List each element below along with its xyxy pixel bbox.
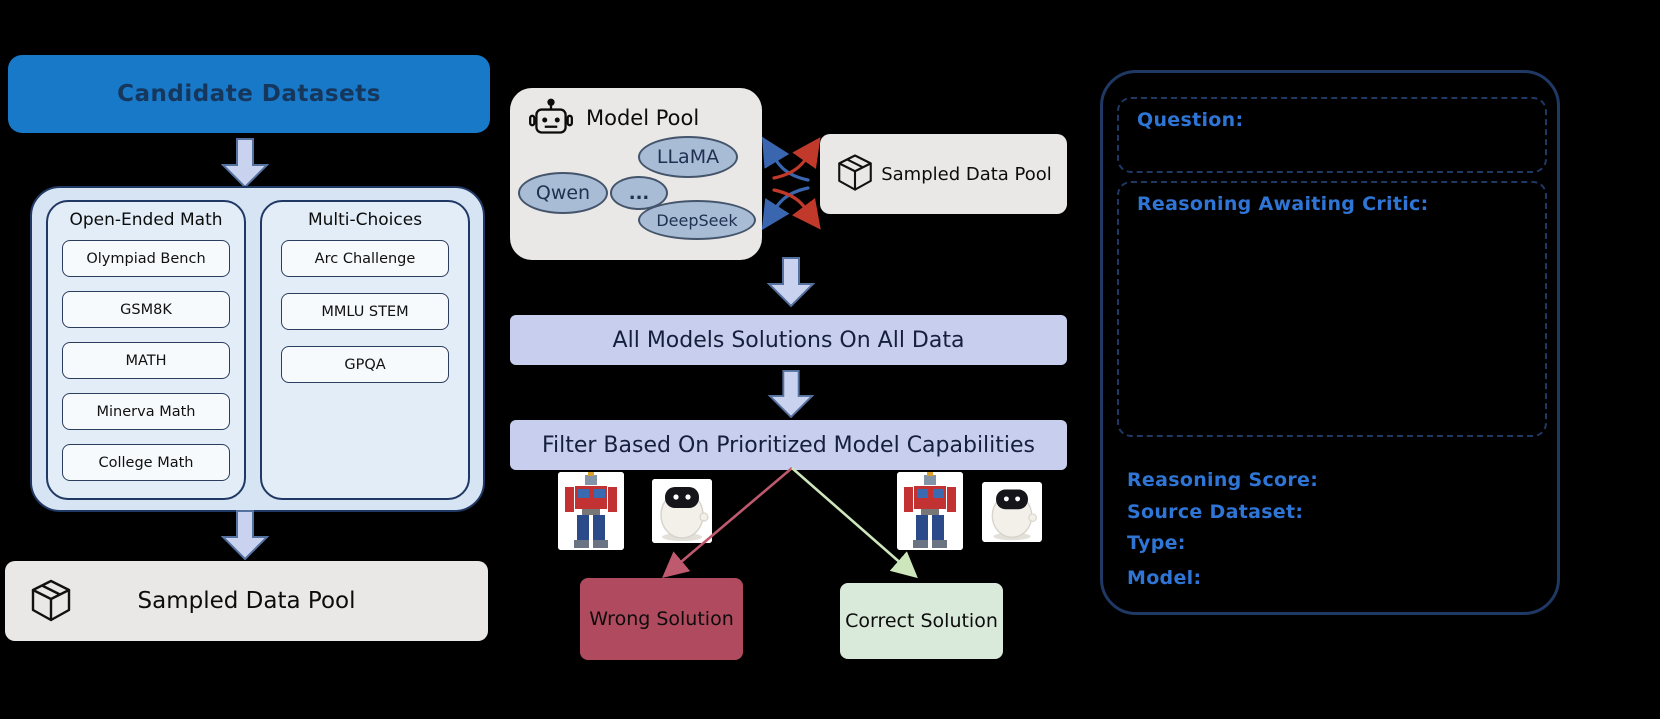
reasoning-awaiting-critic-label: Reasoning Awaiting Critic:	[1137, 193, 1429, 215]
data-cube-icon	[31, 579, 71, 622]
down-arrow-icon	[221, 510, 269, 560]
dataset-item: GSM8K	[62, 291, 230, 328]
multi-choices-group: Multi-Choices Arc Challenge MMLU STEM GP…	[260, 200, 470, 500]
filter-box: Filter Based On Prioritized Model Capabi…	[510, 420, 1067, 470]
optimus-robot-image	[558, 472, 624, 550]
all-solutions-box: All Models Solutions On All Data	[510, 315, 1067, 365]
sampled-data-pool-left: Sampled Data Pool	[5, 561, 488, 641]
question-label: Question:	[1137, 109, 1244, 131]
model-label: Model:	[1127, 567, 1202, 589]
multi-choices-title: Multi-Choices	[307, 210, 423, 230]
type-label: Type:	[1127, 532, 1186, 554]
data-cube-icon	[838, 154, 872, 191]
source-dataset-label: Source Dataset:	[1127, 501, 1304, 523]
sampled-data-pool-label: Sampled Data Pool	[137, 588, 356, 614]
model-pool-box: Model Pool LLaMA Qwen ... DeepSeek	[510, 88, 762, 260]
down-arrow-icon	[221, 138, 269, 188]
optimus-robot-image	[897, 472, 963, 550]
wrong-solution-box: Wrong Solution	[580, 578, 743, 660]
open-ended-math-group: Open-Ended Math Olympiad Bench GSM8K MAT…	[46, 200, 246, 500]
model-ellipse-llama: LLaMA	[638, 136, 738, 178]
model-ellipse-others: ...	[610, 176, 668, 210]
small-robot-image	[982, 482, 1042, 542]
dataset-item: GPQA	[281, 346, 449, 383]
sampled-data-pool-middle: Sampled Data Pool	[820, 134, 1067, 214]
model-pool-title: Model Pool	[586, 106, 700, 130]
dataset-item: Minerva Math	[62, 393, 230, 430]
datasets-container: Open-Ended Math Olympiad Bench GSM8K MAT…	[30, 186, 485, 512]
sample-card: Question: Reasoning Awaiting Critic: Rea…	[1100, 70, 1560, 615]
down-arrow-icon	[767, 370, 815, 418]
correct-solution-box: Correct Solution	[840, 583, 1003, 659]
candidate-datasets-label: Candidate Datasets	[117, 81, 381, 107]
dataset-item: MMLU STEM	[281, 293, 449, 330]
dataset-item: College Math	[62, 444, 230, 481]
model-ellipse-deepseek: DeepSeek	[638, 200, 756, 240]
candidate-datasets-header: Candidate Datasets	[8, 55, 490, 133]
wrong-solution-label: Wrong Solution	[589, 608, 734, 630]
down-arrow-icon	[767, 257, 815, 308]
dataset-item: MATH	[62, 342, 230, 379]
branch-arrows-icon	[662, 467, 918, 579]
all-solutions-label: All Models Solutions On All Data	[612, 327, 965, 353]
correct-solution-label: Correct Solution	[845, 610, 998, 632]
filter-label: Filter Based On Prioritized Model Capabi…	[541, 432, 1036, 458]
exchange-arrows-icon	[761, 136, 821, 231]
dataset-item: Olympiad Bench	[62, 240, 230, 277]
question-box: Question:	[1117, 97, 1547, 173]
reasoning-box: Reasoning Awaiting Critic:	[1117, 181, 1547, 437]
small-robot-image	[652, 479, 712, 543]
sampled-data-pool-label: Sampled Data Pool	[881, 163, 1052, 185]
reasoning-score-label: Reasoning Score:	[1127, 469, 1319, 491]
robot-icon	[529, 98, 573, 134]
dataset-item: Arc Challenge	[281, 240, 449, 277]
open-ended-math-title: Open-Ended Math	[69, 210, 223, 230]
model-ellipse-qwen: Qwen	[518, 172, 608, 214]
